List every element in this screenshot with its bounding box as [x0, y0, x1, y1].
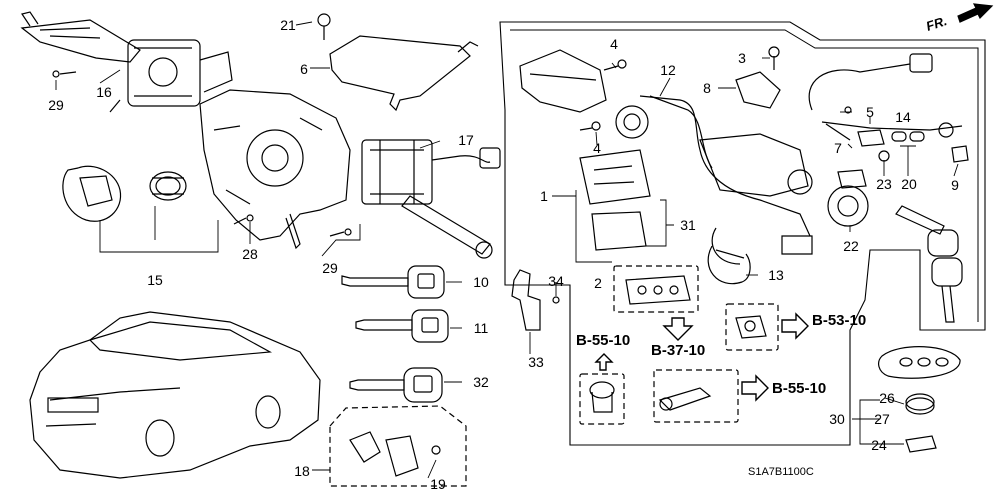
callout-label: 8	[703, 80, 711, 96]
combination-switch-part	[20, 11, 233, 113]
group-frame	[499, 21, 986, 446]
callout-label: 17	[458, 132, 474, 148]
band-clamp-part	[707, 245, 751, 285]
callout-label: 32	[473, 374, 489, 390]
small-hardware-parts	[579, 46, 969, 163]
callout-label: 27	[874, 411, 890, 427]
callout-label: 12	[660, 62, 676, 78]
door-lock-group	[329, 405, 467, 487]
bracket-part	[329, 35, 479, 112]
callout-label: 28	[242, 246, 258, 262]
cross-reference-label: B-37-10	[651, 342, 706, 359]
callout-label: 2	[594, 275, 602, 291]
wire-harness-part	[808, 53, 963, 141]
callout-label: 4	[610, 36, 618, 52]
bolt-part	[317, 13, 331, 40]
callout-label: 1	[540, 188, 548, 204]
callout-label: 23	[876, 176, 892, 192]
wiper-switch-part	[361, 139, 501, 259]
callout-label: 4	[593, 140, 601, 156]
key-blank-part	[349, 367, 443, 403]
callout-label: 20	[901, 176, 917, 192]
ignition-ring-part	[827, 169, 869, 227]
callout-label: 34	[548, 273, 564, 289]
screw-part	[233, 214, 254, 225]
key-blank-part	[355, 309, 449, 343]
callout-label: 26	[879, 390, 895, 406]
callout-label: 19	[430, 476, 446, 492]
callout-label: 29	[48, 97, 64, 113]
hatch-cylinder-subgroup	[653, 369, 769, 423]
callout-label: 13	[768, 267, 784, 283]
callout-label: 33	[528, 354, 544, 370]
leader-lines	[55, 21, 959, 479]
callout-label: 7	[834, 140, 842, 156]
trunk-cylinder-subgroup	[725, 303, 809, 351]
callout-label: 18	[294, 463, 310, 479]
cross-reference-label: B-55-10	[772, 380, 827, 397]
callout-label: 31	[680, 217, 696, 233]
master-key-part	[895, 205, 963, 323]
callout-label: 22	[843, 238, 859, 254]
door-cylinder-subgroup	[613, 265, 699, 313]
key-blank-part	[341, 265, 445, 299]
cross-reference-label: B-53-10	[812, 312, 867, 329]
callout-label: 14	[895, 109, 911, 125]
callout-label: 24	[871, 437, 887, 453]
diagram-code: S1A7B1100C	[748, 466, 814, 478]
callout-label: 10	[473, 274, 489, 290]
fuel-lid-cylinder-subgroup	[579, 353, 625, 425]
vehicle-silhouette	[29, 311, 321, 479]
front-direction-arrow-icon	[957, 3, 994, 23]
callout-label: 21	[280, 17, 296, 33]
callout-label: 5	[866, 104, 874, 120]
steering-column-housing	[199, 89, 351, 250]
callout-label: 29	[322, 260, 338, 276]
screw-part	[329, 228, 352, 237]
cross-reference-label: B-55-10	[576, 332, 631, 349]
callout-label: 16	[96, 84, 112, 100]
arrow-down-icon	[662, 317, 694, 341]
callout-label: 6	[300, 61, 308, 77]
callout-label: 11	[473, 320, 489, 336]
callout-label: 15	[147, 272, 163, 288]
switch-bracket-part	[511, 269, 560, 331]
keyless-remote-part	[878, 346, 961, 453]
cable-reel-part	[62, 165, 187, 222]
callout-label: 30	[829, 411, 845, 427]
callout-label: 3	[738, 50, 746, 66]
callout-label: 9	[951, 177, 959, 193]
screw-part	[52, 70, 77, 78]
